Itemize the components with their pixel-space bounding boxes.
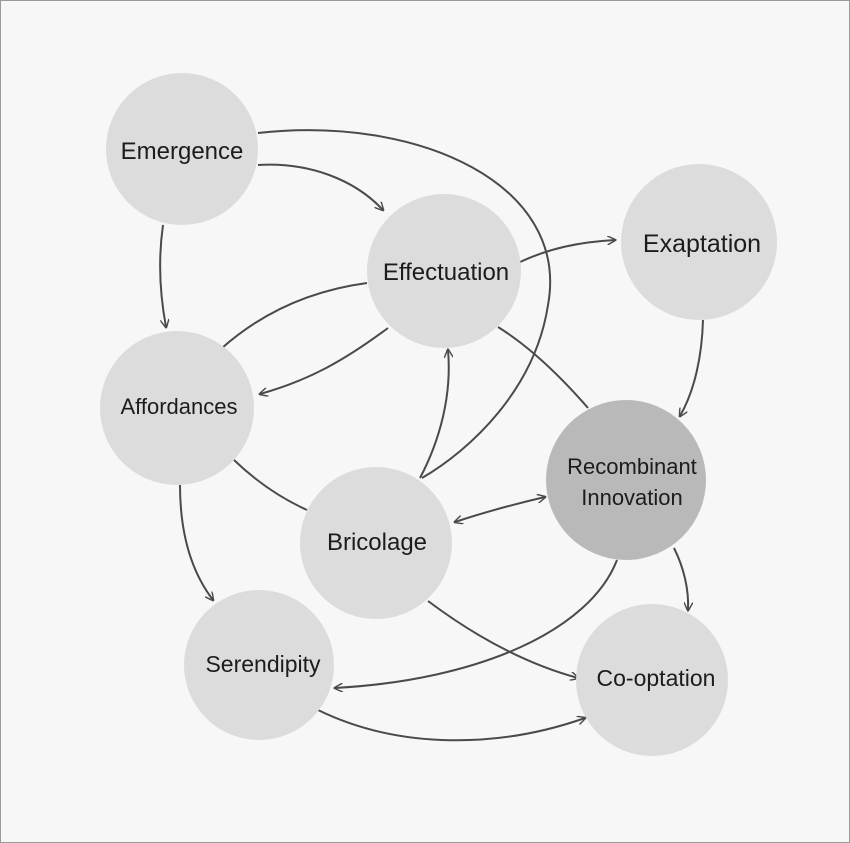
node-serendipity-label: Serendipity	[205, 651, 321, 677]
node-effectuation-label: Effectuation	[383, 259, 509, 286]
edge-emergence-bricolage-loop	[257, 129, 551, 479]
node-serendipity: Serendipity	[184, 590, 334, 740]
node-affordances-circle	[100, 331, 254, 485]
node-effectuation: Effectuation	[367, 194, 521, 348]
edge-serendipity-to-cooptation	[317, 709, 585, 742]
edge-recombinant-bricolage-bidirectional	[455, 497, 545, 522]
node-effectuation-circle	[367, 194, 521, 348]
edge-affordances-to-serendipity	[179, 484, 213, 600]
edge-emergence-to-effectuation	[257, 163, 383, 210]
node-recombinant-innovation: Recombinant Innovation	[546, 400, 706, 560]
edge-effectuation-recombinant-link	[497, 326, 589, 409]
node-recombinant-label-line2: Innovation	[581, 485, 683, 510]
node-exaptation: Exaptation	[621, 164, 777, 320]
node-exaptation-label: Exaptation	[643, 230, 761, 258]
node-recombinant-circle	[546, 400, 706, 560]
edge-bricolage-to-effectuation	[419, 350, 449, 479]
edge-affordances-bricolage-link	[233, 459, 308, 511]
node-emergence-circle	[106, 73, 258, 225]
edge-recombinant-to-cooptation	[673, 547, 688, 610]
edge-effectuation-to-exaptation	[519, 240, 615, 263]
node-affordances: Affordances	[100, 331, 254, 485]
node-co-optation: Co-optation	[576, 604, 728, 756]
edge-exaptation-to-recombinant	[680, 319, 704, 416]
node-cooptation-circle	[576, 604, 728, 756]
node-serendipity-circle	[184, 590, 334, 740]
node-bricolage-label: Bricolage	[327, 529, 427, 556]
node-recombinant-label-line1: Recombinant	[567, 454, 697, 479]
node-bricolage-circle	[300, 467, 452, 619]
edge-affordances-effectuation-link	[221, 282, 368, 349]
node-bricolage: Bricolage	[300, 467, 452, 619]
node-affordances-label: Affordances	[120, 394, 237, 419]
node-emergence-label: Emergence	[121, 138, 244, 165]
node-cooptation-label: Co-optation	[597, 665, 716, 691]
edge-recombinant-to-serendipity	[335, 559, 618, 688]
edge-emergence-to-affordances	[159, 224, 166, 327]
node-exaptation-circle	[621, 164, 777, 320]
edge-bricolage-to-cooptation	[427, 600, 578, 678]
edge-effectuation-to-affordances	[260, 327, 389, 394]
node-emergence: Emergence	[106, 73, 258, 225]
